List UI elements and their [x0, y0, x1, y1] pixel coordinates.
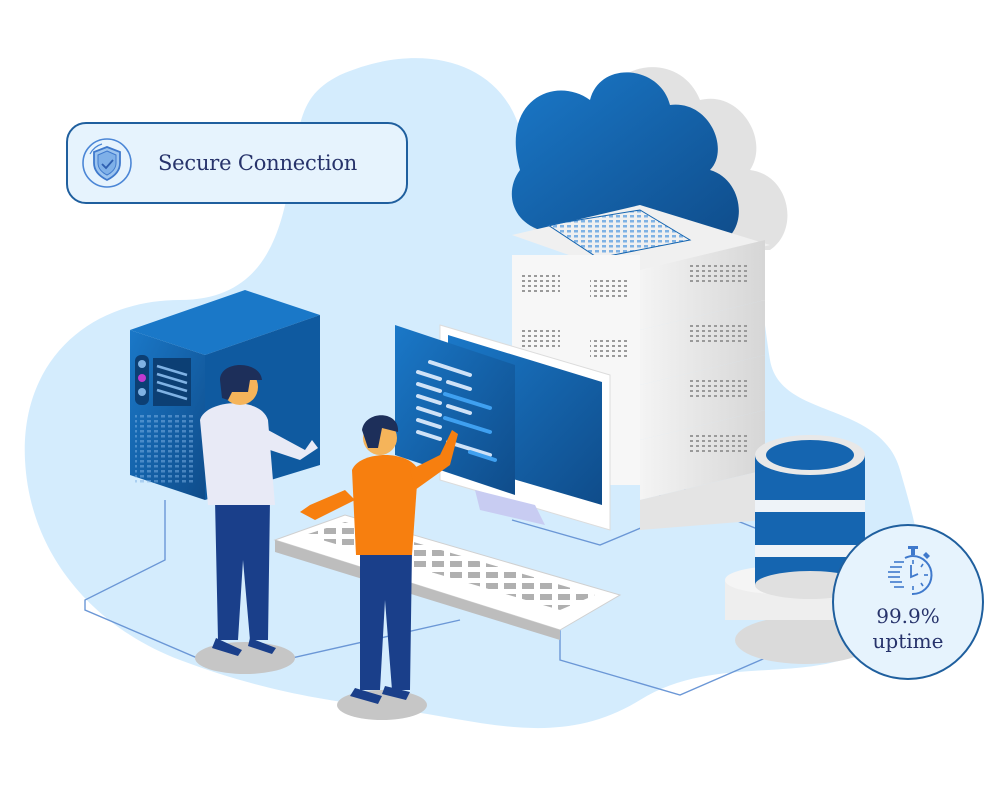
uptime-badge: 99.9% uptime [832, 524, 984, 680]
person-orange-shirt [300, 415, 458, 720]
secure-connection-badge: Secure Connection [66, 122, 408, 204]
uptime-caption: uptime [872, 629, 944, 653]
shield-check-icon [82, 138, 132, 188]
stopwatch-icon [888, 546, 933, 596]
cloud-icon [511, 67, 788, 250]
person-white-shirt [195, 365, 318, 674]
secure-connection-label: Secure Connection [158, 151, 358, 175]
uptime-value: 99.9% [876, 604, 940, 628]
